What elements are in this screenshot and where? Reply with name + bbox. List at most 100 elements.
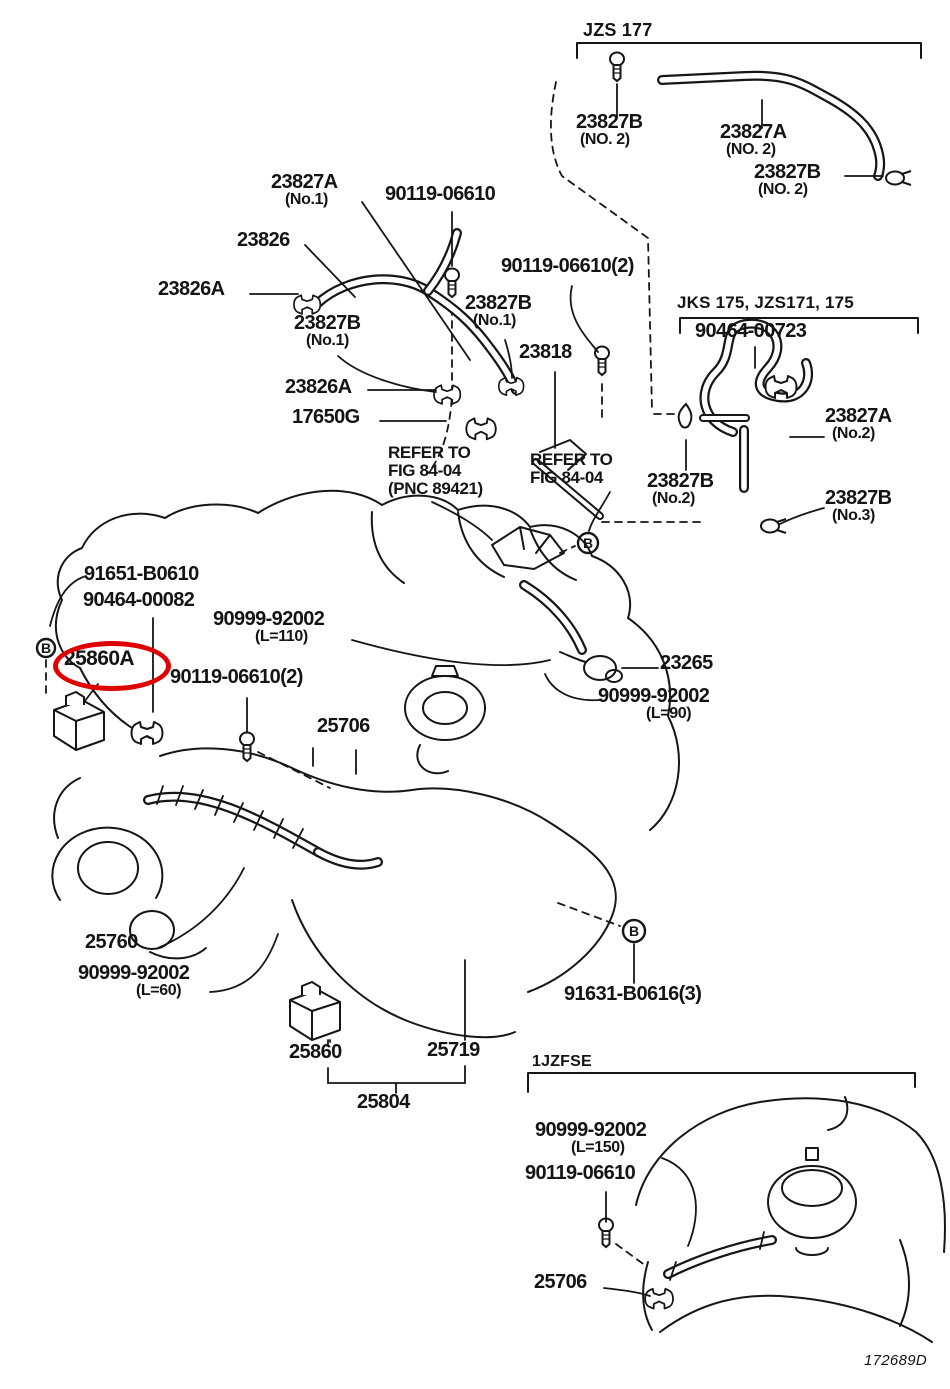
leader-line xyxy=(209,933,279,993)
part-qualifier: (No.2) xyxy=(832,425,875,443)
leader-line xyxy=(49,575,87,627)
part-number[interactable]: 90119-06610 xyxy=(385,183,496,205)
leader-line xyxy=(361,201,471,361)
jzfse-engine-outline xyxy=(635,1097,946,1253)
part-number[interactable]: 90119-06610(2) xyxy=(170,666,303,688)
part-label-91631-b0616-3[interactable]: 91631-B0616(3) xyxy=(564,983,702,1005)
pipe-23818 xyxy=(534,460,602,518)
leader-line xyxy=(431,501,493,541)
marker-b-letter: B xyxy=(629,923,639,939)
part-qualifier: (No.1) xyxy=(306,332,349,350)
part-label-23827b-no2-left[interactable]: 23827B (NO. 2) xyxy=(576,111,643,149)
hose-25760 xyxy=(143,791,323,857)
part-number[interactable]: 25860A xyxy=(64,647,135,670)
jzfse-actuator-detail xyxy=(795,1147,829,1256)
part-label-17650g[interactable]: 17650G xyxy=(292,407,360,427)
part-label-23826a-lower[interactable]: 23826A xyxy=(285,376,352,398)
part-number[interactable]: 23827B xyxy=(754,161,821,183)
part-number[interactable]: 23818 xyxy=(519,341,572,363)
part-number[interactable]: 25860 xyxy=(289,1041,342,1063)
part-number[interactable]: 23827A xyxy=(720,121,787,143)
part-label-90119-06610-bottom[interactable]: 90119-06610 xyxy=(525,1162,636,1184)
leader-line xyxy=(779,507,825,525)
part-label-91651-b0610[interactable]: 91651-B0610 xyxy=(84,564,199,584)
part-label-25860[interactable]: 25860 xyxy=(289,1042,342,1062)
part-number[interactable]: 25706 xyxy=(534,1271,587,1293)
part-number[interactable]: 23827A xyxy=(271,171,338,193)
part-label-90464-00723[interactable]: 90464-00723 xyxy=(695,320,807,342)
part-label-25706-bottom[interactable]: 25706 xyxy=(534,1272,587,1292)
part-number[interactable]: 17650G xyxy=(292,406,360,428)
part-label-23827a-no2-top[interactable]: 23827A (NO. 2) xyxy=(720,121,787,159)
part-number[interactable]: 90999-92002 xyxy=(213,608,325,630)
engine-outline xyxy=(257,489,632,619)
part-label-25860a-highlighted[interactable]: 25860A xyxy=(64,647,135,670)
part-label-25706[interactable]: 25706 xyxy=(317,716,370,736)
part-number[interactable]: 23826A xyxy=(158,278,225,300)
part-label-23827a-no2-jks[interactable]: 23827A (No.2) xyxy=(825,405,892,443)
part-label-90119-06610-2[interactable]: 90119-06610(2) xyxy=(501,256,634,276)
part-label-90999-92002-l60[interactable]: 90999-92002 (L=60) xyxy=(78,962,190,1000)
part-qualifier: (No.2) xyxy=(652,490,695,508)
engine-outline xyxy=(159,747,617,993)
refer-line: FIG 84-04 xyxy=(530,468,603,488)
clamp-icon xyxy=(465,417,497,441)
part-number[interactable]: 90464-00082 xyxy=(83,589,195,611)
leader-line xyxy=(504,339,513,379)
part-label-25719[interactable]: 25719 xyxy=(427,1040,480,1060)
part-label-23827a-no1[interactable]: 23827A (No.1) xyxy=(271,171,338,209)
sensor-23265 xyxy=(605,669,623,683)
sensor-23265 xyxy=(583,655,617,681)
part-qualifier: (NO. 2) xyxy=(726,141,776,159)
part-number[interactable]: 90999-92002 xyxy=(598,685,710,707)
part-label-25804[interactable]: 25804 xyxy=(357,1092,410,1112)
part-number[interactable]: 23827B xyxy=(294,312,361,334)
part-number[interactable]: 23827A xyxy=(825,405,892,427)
jzs177-bracket xyxy=(576,42,922,59)
hose-l110 xyxy=(519,580,587,655)
dashed-line xyxy=(427,307,453,474)
part-label-23827b-no1-left[interactable]: 23827B (No.1) xyxy=(294,312,361,350)
part-label-90464-00082[interactable]: 90464-00082 xyxy=(83,589,195,611)
part-number[interactable]: 25719 xyxy=(427,1039,480,1061)
dashed-line xyxy=(550,81,653,411)
part-label-25760[interactable]: 25760 xyxy=(85,932,138,952)
engine-outline xyxy=(291,899,516,1039)
part-label-23826a-upper[interactable]: 23826A xyxy=(158,278,225,300)
part-number[interactable]: 23826 xyxy=(237,229,290,251)
part-number[interactable]: 90119-06610(2) xyxy=(501,255,634,277)
part-label-90999-92002-l150[interactable]: 90999-92002 (L=150) xyxy=(535,1119,647,1157)
bolt-icon xyxy=(444,267,460,298)
part-label-90119-06610[interactable]: 90119-06610 xyxy=(385,183,496,205)
part-number[interactable]: 90999-92002 xyxy=(78,962,190,984)
part-number[interactable]: 25706 xyxy=(317,715,370,737)
pulley xyxy=(77,841,139,895)
part-label-90999-92002-l90[interactable]: 90999-92002 (L=90) xyxy=(598,685,710,723)
part-label-23827b-no3[interactable]: 23827B (No.3) xyxy=(825,487,892,525)
part-number[interactable]: 23827B xyxy=(647,470,714,492)
part-label-23818[interactable]: 23818 xyxy=(519,342,572,362)
part-number[interactable]: 23827B xyxy=(576,111,643,133)
part-number[interactable]: 23827B xyxy=(465,292,532,314)
refer-line: (PNC 89421) xyxy=(388,479,483,499)
part-number[interactable]: 23826A xyxy=(285,376,352,398)
part-number[interactable]: 90464-00723 xyxy=(695,320,807,342)
part-label-90119-06610-2-mid[interactable]: 90119-06610(2) xyxy=(170,667,303,687)
part-number[interactable]: 91651-B0610 xyxy=(84,563,199,585)
part-label-23265[interactable]: 23265 xyxy=(660,653,713,673)
part-number[interactable]: 25760 xyxy=(85,931,138,953)
part-label-90999-92002-l110[interactable]: 90999-92002 (L=110) xyxy=(213,608,325,646)
hose-corrugation xyxy=(156,785,304,849)
part-number[interactable]: 23827B xyxy=(825,487,892,509)
part-number[interactable]: 90999-92002 xyxy=(535,1119,647,1141)
part-number[interactable]: 25804 xyxy=(357,1091,410,1113)
part-label-23827b-no1-right[interactable]: 23827B (No.1) xyxy=(465,292,532,330)
part-number[interactable]: 23265 xyxy=(660,652,713,674)
part-label-23827b-no2-jks[interactable]: 23827B (No.2) xyxy=(647,470,714,508)
part-label-23826[interactable]: 23826 xyxy=(237,230,290,250)
part-number[interactable]: 91631-B0616(3) xyxy=(564,983,702,1005)
part-label-23827b-no2-right[interactable]: 23827B (NO. 2) xyxy=(754,161,821,199)
part-number[interactable]: 90119-06610 xyxy=(525,1162,636,1184)
